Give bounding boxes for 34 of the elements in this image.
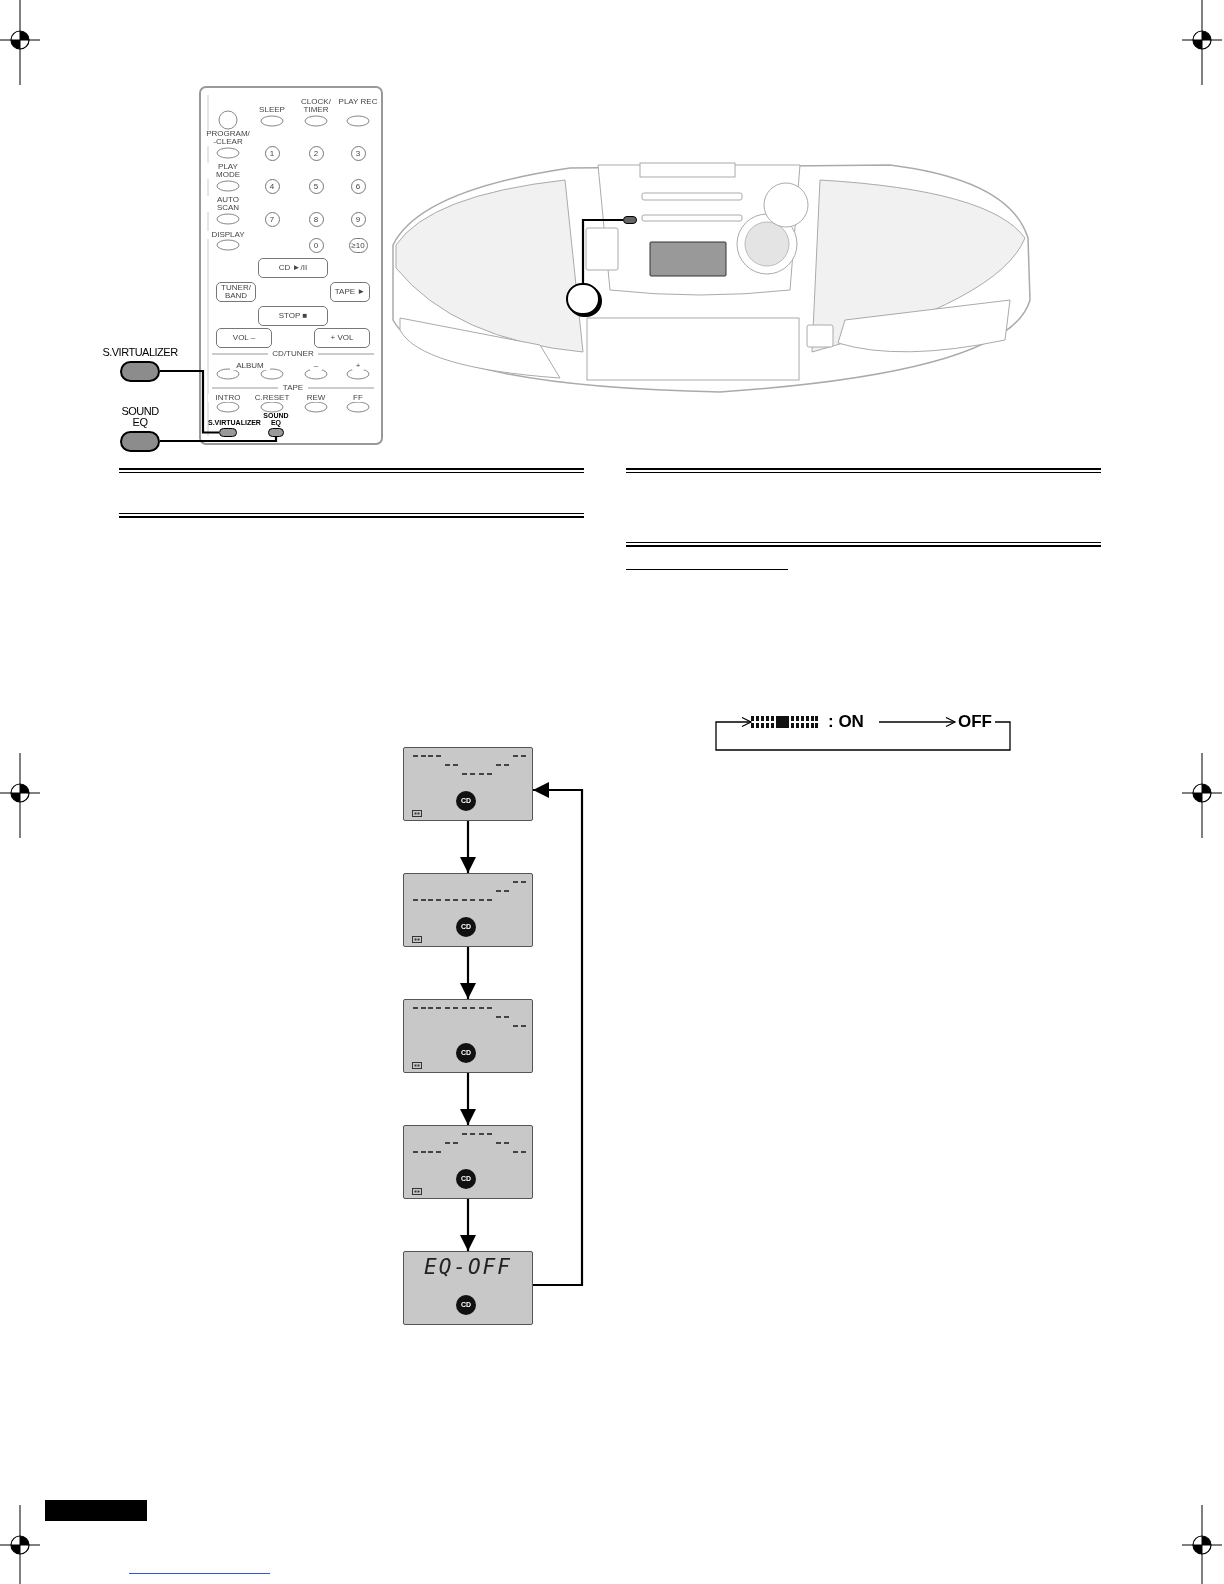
- lcd-display: [403, 1251, 533, 1325]
- remote-key: VOL –: [216, 328, 272, 348]
- button-label: SOUND EQ: [120, 406, 160, 428]
- leader-line: [160, 369, 219, 434]
- arrow: [715, 716, 1011, 751]
- remote-key: + VOL: [314, 328, 370, 348]
- leader-line: [160, 437, 278, 443]
- leader-line: [581, 218, 623, 283]
- lcd-display: [403, 747, 533, 821]
- key-label: C.RESET: [252, 394, 292, 402]
- lcd-display: [403, 1125, 533, 1199]
- arrow: [533, 782, 584, 1287]
- status-text: : ON: [828, 712, 864, 732]
- unit-button: [623, 216, 637, 224]
- key-label: PROGRAM/ -CLEAR: [206, 130, 250, 146]
- button-label: S.VIRTUALIZER: [102, 347, 178, 358]
- key-label: +: [352, 362, 364, 370]
- lcd-display: [403, 999, 533, 1073]
- segment-text: EQ-OFF: [424, 1255, 512, 1279]
- arrow: [460, 821, 476, 873]
- status-text: OFF: [958, 712, 992, 732]
- arrow: [460, 1199, 476, 1251]
- remote-key: STOP ■: [258, 306, 328, 326]
- key-label: ALBUM: [230, 362, 270, 370]
- key-label: PLAY REC: [338, 98, 378, 106]
- remote-key: TAPE ►: [330, 282, 370, 302]
- arrow: [878, 716, 956, 728]
- remote-key: TUNER/ BAND: [216, 282, 256, 302]
- remote-key: CD ►/II: [258, 258, 328, 278]
- lcd-display: [403, 873, 533, 947]
- arrow: [460, 1073, 476, 1125]
- key-label: CD/TUNER: [270, 350, 316, 358]
- key-label: TAPE: [280, 384, 306, 392]
- arrow: [460, 947, 476, 999]
